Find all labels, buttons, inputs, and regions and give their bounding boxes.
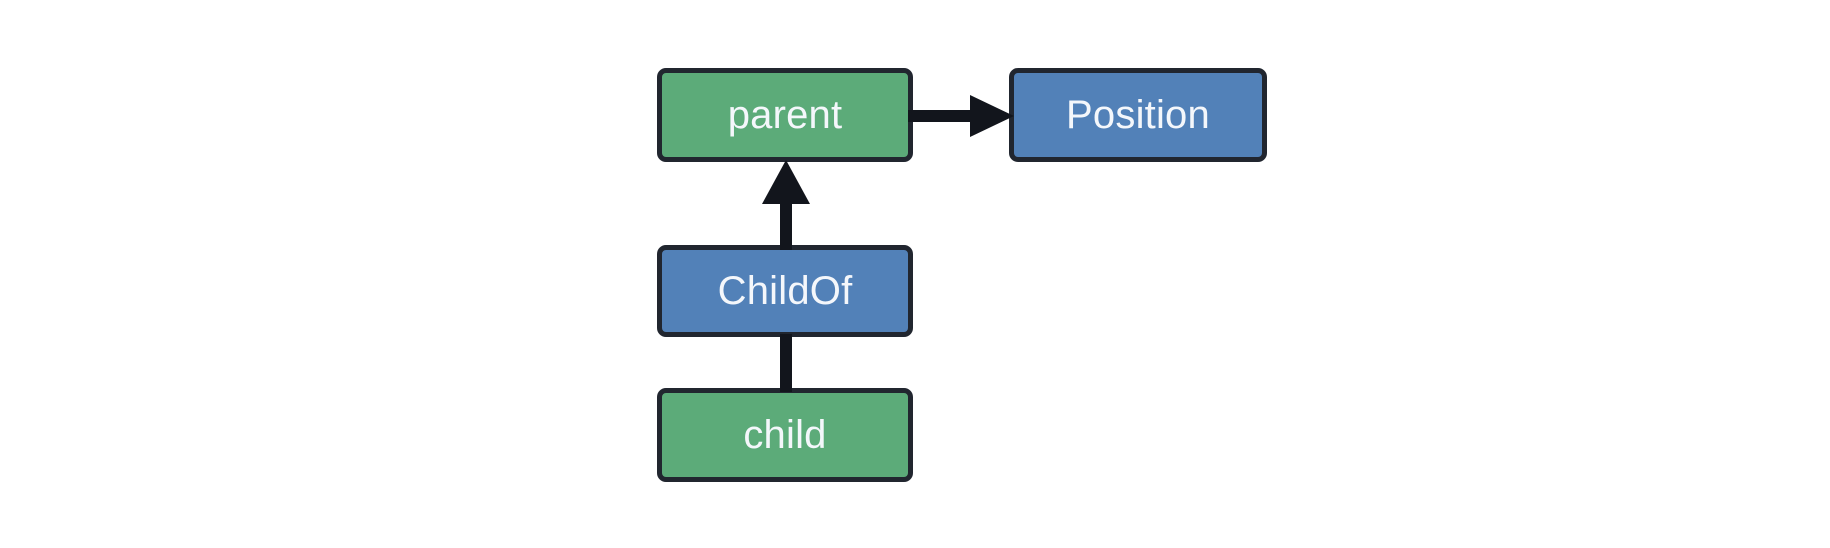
node-parent[interactable]: parent bbox=[657, 68, 913, 162]
node-childof[interactable]: ChildOf bbox=[657, 245, 913, 337]
node-childof-label: ChildOf bbox=[717, 269, 853, 313]
edge-shaft bbox=[780, 200, 792, 250]
node-parent-label: parent bbox=[727, 93, 843, 137]
arrowhead-up-icon bbox=[762, 160, 810, 204]
edge-shaft bbox=[780, 334, 792, 392]
node-child-label: child bbox=[743, 413, 827, 457]
node-position-label: Position bbox=[1066, 93, 1210, 137]
node-child[interactable]: child bbox=[657, 388, 913, 482]
edge-child-to-childof bbox=[780, 334, 792, 392]
edge-childof-to-parent bbox=[762, 160, 810, 250]
node-position[interactable]: Position bbox=[1009, 68, 1267, 162]
edge-shaft bbox=[908, 110, 976, 122]
arrowhead-right-icon bbox=[970, 95, 1014, 137]
edge-parent-to-position bbox=[908, 95, 1014, 137]
